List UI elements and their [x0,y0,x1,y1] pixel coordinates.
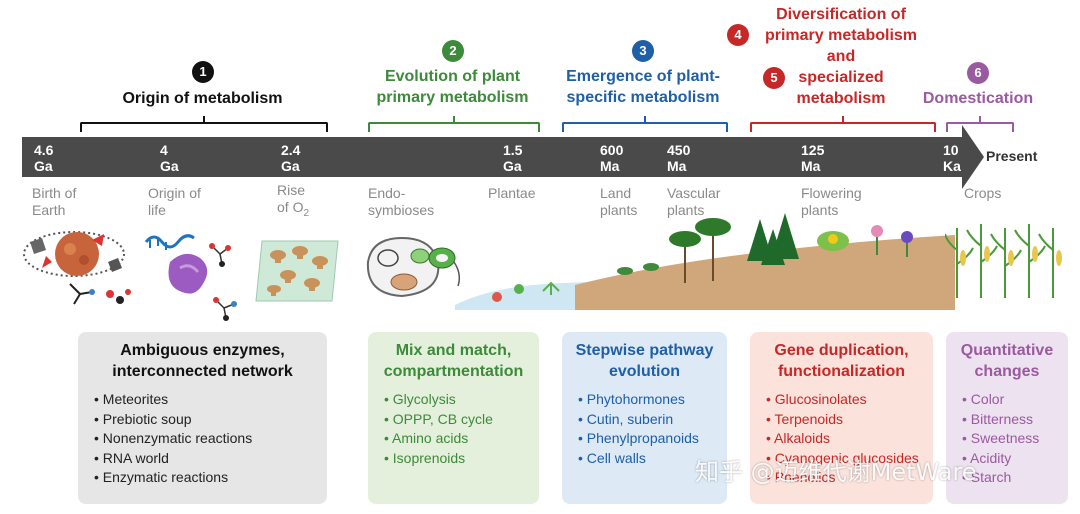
timeline-arrowhead [962,125,984,189]
list-item: Glycolysis [384,390,529,410]
list-item: Alkaloids [766,429,923,449]
list-item: Phenylpropanoids [578,429,717,449]
stage-1-brace [80,122,328,132]
list-item: Isoprenoids [384,449,529,469]
list-item: Prebiotic soup [94,410,317,430]
list-item: Amino acids [384,429,529,449]
land-plants-landscape-illustration [455,213,955,310]
event-label: Plantae [488,185,536,201]
list-item: Acidity [962,449,1058,469]
list-item: Nonenzymatic reactions [94,429,317,449]
stage-6-title-line: Domestication [922,90,1034,107]
list-item: Bitterness [962,410,1058,430]
list-item: Phenolics [766,468,923,488]
stage-4-5-title-line: specialized [798,69,884,86]
stage-4-5-title-line: and [826,48,856,65]
list-item: Glucosinolates [766,390,923,410]
box-title: Mix and match,compartmentation [383,342,524,380]
stage-2-title: Evolution of plant primary metabolism [360,66,545,108]
stage-4-5-title-line: metabolism [796,90,886,107]
box-title: Ambiguous enzymes,interconnected network [112,342,293,380]
stage-2-title-line: primary metabolism [376,89,529,106]
timeline-bar [22,137,962,177]
stage-3-title-line: Emergence of plant- [566,68,720,85]
box-specialized-metabolism: Gene duplication,functionalization Gluco… [750,332,933,504]
stage-6-number: 6 [967,62,989,84]
stage-4-5-title-line: Diversification of [776,6,906,23]
stage-4-5-brace [750,122,936,132]
stage-3-brace [562,122,728,132]
stage-1-title-line: Origin of metabolism [122,90,283,107]
list-item: Cutin, suberin [578,410,717,430]
box-primary-metabolism: Mix and match,compartmentation Glycolysi… [368,332,539,504]
stage-4-5-title-line: primary metabolism [764,27,918,44]
list-item: OPPP, CB cycle [384,410,529,430]
list-item: RNA world [94,449,317,469]
list-item: Cell walls [578,449,717,469]
stage-5-number: 5 [763,67,785,89]
list-item: Terpenoids [766,410,923,430]
earth-meteorites-illustration [23,231,131,305]
list-item: Starch [962,468,1058,488]
stage-6-brace [946,122,1014,132]
stage-4-5-title: Diversification of primary metabolism an… [752,4,930,109]
stage-2-title-line: Evolution of plant [384,68,521,85]
crops-illustration [945,224,1062,298]
stage-1-title: Origin of metabolism [80,88,325,109]
stage-2-number: 2 [442,40,464,62]
stage-3-title: Emergence of plant- specific metabolism [552,66,734,108]
origin-of-life-illustration [144,234,237,321]
timeline-present-label: Present [986,148,1038,164]
list-item: Enzymatic reactions [94,468,317,488]
stage-6-title: Domestication [912,88,1044,109]
list-item: Sweetness [962,429,1058,449]
stage-4-number: 4 [727,24,749,46]
list-item: Cyanogenic glucosides [766,449,923,469]
watermark: 知乎 @迈维代谢MetWare [695,458,977,486]
rise-of-oxygen-illustration [255,240,339,302]
stage-2-brace [368,122,540,132]
list-item: Meteorites [94,390,317,410]
list-item: Color [962,390,1058,410]
list-item: Phytohormones [578,390,717,410]
box-origin-metabolism: Ambiguous enzymes,interconnected network… [78,332,327,504]
stage-1-number: 1 [192,61,214,83]
stage-3-title-line: specific metabolism [566,89,720,106]
event-label: Crops [964,185,1002,201]
event-label: Endo-symbioses [368,185,435,218]
endosymbiosis-illustration [366,236,461,298]
box-title: Gene duplication,functionalization [774,342,909,380]
stage-3-number: 3 [632,40,654,62]
